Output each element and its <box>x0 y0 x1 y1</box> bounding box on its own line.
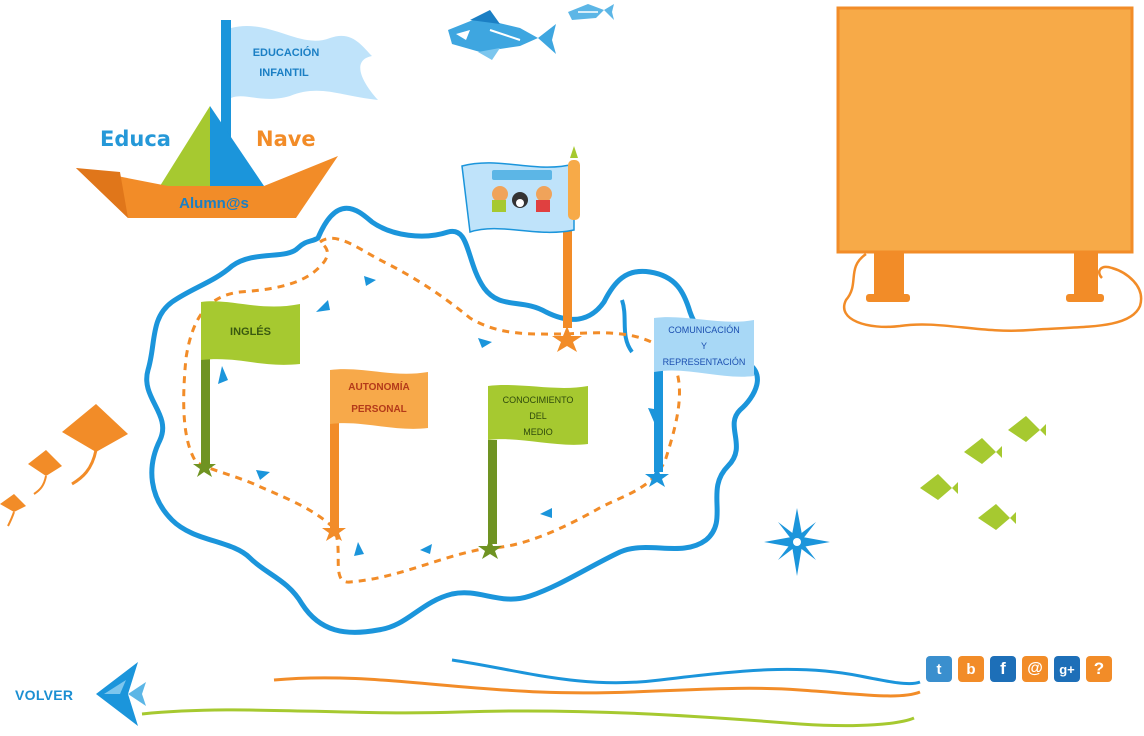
small-fish-icon <box>568 4 614 20</box>
island-inner-coast <box>620 299 634 354</box>
compass-rose-icon <box>764 508 830 576</box>
sign-board <box>836 6 1143 332</box>
flag-conocimiento-line3: MEDIO <box>523 427 553 437</box>
brand-word-nave: Nave <box>256 127 316 151</box>
island-coastline <box>144 205 760 635</box>
boat-flag <box>231 26 378 100</box>
hull-label: Alumn@s <box>179 195 249 212</box>
boat-mast <box>221 20 231 190</box>
help-icon[interactable]: ? <box>1086 656 1112 682</box>
flag-conocimiento-line2: DEL <box>529 411 547 421</box>
flag-conocimiento-label[interactable]: CONOCIMIENTO DEL MEDIO <box>488 392 588 440</box>
flag-comunicacion-line3: REPRESENTACIÓN <box>662 357 746 367</box>
email-icon[interactable]: @ <box>1022 656 1048 682</box>
flag-conocimiento-button[interactable] <box>478 385 588 559</box>
child-face-icon <box>492 186 508 202</box>
flag-comunicacion-label[interactable]: COMUNICACIÓN Y REPRESENTACIÓN <box>654 322 754 370</box>
educanave-logo: Educa Nave Alumn@s EDUCACIÓN INFANTIL <box>76 20 378 218</box>
flag-comunicacion-line1: COMUNICACIÓN <box>668 325 740 335</box>
boat-sail-right <box>210 106 264 186</box>
blogger-icon[interactable]: b <box>958 656 984 682</box>
pirate-face-icon <box>536 186 552 202</box>
back-fish-arrow-icon[interactable] <box>96 662 146 726</box>
volver-button[interactable]: VOLVER <box>15 687 74 703</box>
route-path <box>182 236 681 584</box>
boat-sail-left <box>160 106 210 186</box>
flag-autonomia-label[interactable]: AUTONOMÍA PERSONAL <box>330 380 428 418</box>
flag-autonomia-line2: PERSONAL <box>351 404 407 415</box>
flag-ingles-button[interactable] <box>193 301 300 477</box>
fish-icon <box>448 10 556 60</box>
flag-autonomia-line1: AUTONOMÍA <box>348 382 410 393</box>
facebook-icon[interactable]: f <box>990 656 1016 682</box>
brand-word-educa: Educa <box>100 127 171 151</box>
flag-line-infantil: INFANTIL <box>259 67 309 79</box>
googleplus-icon[interactable]: g+ <box>1054 656 1080 682</box>
flag-ingles-label[interactable]: INGLÉS <box>230 326 271 338</box>
pirate-flag-image[interactable] <box>461 146 582 352</box>
flag-comunicacion-line2: Y <box>700 341 707 351</box>
manta-ray-icon <box>0 404 128 527</box>
boat-hull <box>76 156 338 218</box>
bottom-waves <box>141 658 921 728</box>
flag-autonomia-button[interactable] <box>322 369 428 541</box>
flag-comunicacion-button[interactable] <box>645 317 754 487</box>
green-fish-icons <box>920 416 1046 530</box>
flag-line-educacion: EDUCACIÓN <box>253 46 320 59</box>
flag-conocimiento-line1: CONOCIMIENTO <box>502 395 574 405</box>
twitter-icon[interactable]: t <box>926 656 952 682</box>
